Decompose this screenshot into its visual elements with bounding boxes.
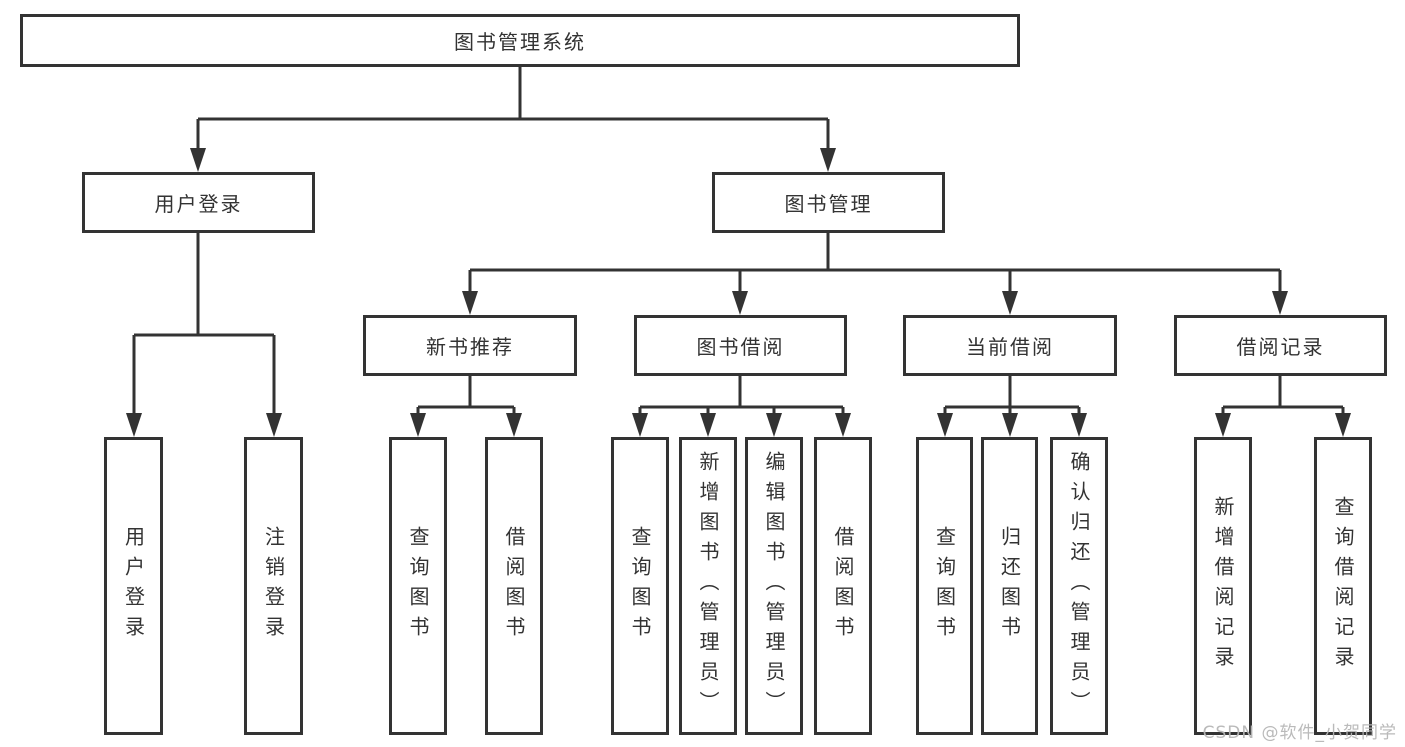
leaf-query-books-borrowing: 查询图书 [611,437,669,735]
leaf-query-books-current: 查询图书 [916,437,973,735]
leaf-logout-label: 注销登录 [261,526,286,646]
leaf-borrow-books-recommend-label: 借阅图书 [502,526,526,646]
node-borrowing-records: 借阅记录 [1174,315,1387,376]
leaf-return-books-label: 归还图书 [997,526,1022,646]
node-book-borrowing-label: 图书借阅 [696,335,785,359]
node-book-borrowing: 图书借阅 [634,315,847,376]
leaf-confirm-return-admin: 确认归还（管理员） [1050,437,1108,735]
node-book-management: 图书管理 [712,172,945,233]
node-user-login-label: 用户登录 [154,192,243,216]
leaf-query-books-recommend-label: 查询图书 [406,526,430,646]
leaf-edit-books-admin-label: 编辑图书（管理员） [762,451,786,721]
leaf-add-borrow-record-label: 新增借阅记录 [1211,496,1235,676]
leaf-add-borrow-record: 新增借阅记录 [1194,437,1252,735]
node-new-book-recommendation: 新书推荐 [363,315,577,376]
leaf-borrow-books-borrowing-label: 借阅图书 [831,526,855,646]
node-user-login: 用户登录 [82,172,315,233]
leaf-user-login-label: 用户登录 [121,526,146,646]
leaf-user-login: 用户登录 [104,437,163,735]
leaf-edit-books-admin: 编辑图书（管理员） [745,437,803,735]
node-book-management-label: 图书管理 [784,192,873,216]
leaf-add-books-admin: 新增图书（管理员） [679,437,737,735]
csdn-watermark: CSDN @软件_小贺同学 [1202,723,1397,743]
leaf-query-borrow-record: 查询借阅记录 [1314,437,1372,735]
leaf-logout: 注销登录 [244,437,303,735]
node-borrowing-records-label: 借阅记录 [1236,335,1325,359]
leaf-query-books-current-label: 查询图书 [932,526,957,646]
leaf-borrow-books-borrowing: 借阅图书 [814,437,872,735]
leaf-query-books-borrowing-label: 查询图书 [628,526,652,646]
leaf-add-books-admin-label: 新增图书（管理员） [696,451,720,721]
leaf-return-books: 归还图书 [981,437,1038,735]
leaf-query-books-recommend: 查询图书 [389,437,447,735]
leaf-borrow-books-recommend: 借阅图书 [485,437,543,735]
node-root-label: 图书管理系统 [454,30,586,54]
node-new-book-recommendation-label: 新书推荐 [426,335,514,359]
node-current-borrowing: 当前借阅 [903,315,1117,376]
node-current-borrowing-label: 当前借阅 [966,335,1054,359]
node-root-system: 图书管理系统 [20,14,1020,67]
leaf-query-borrow-record-label: 查询借阅记录 [1331,496,1355,676]
leaf-confirm-return-admin-label: 确认归还（管理员） [1067,451,1091,721]
